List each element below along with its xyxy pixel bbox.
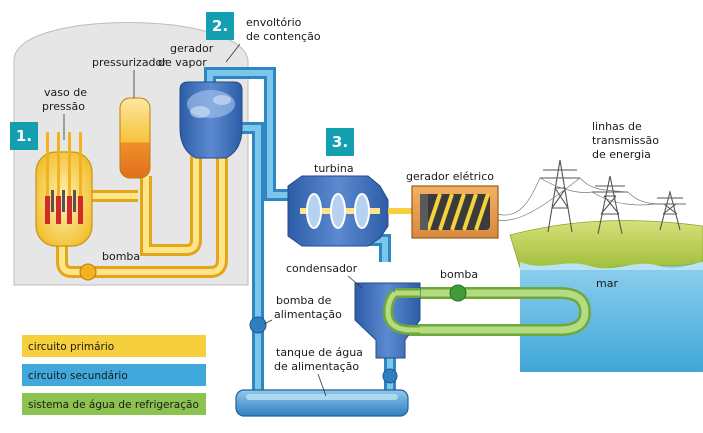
sea-wave [520,262,703,270]
label-feed-tank-2: de alimentação [274,360,359,373]
label-cooling-pump: bomba [440,268,478,281]
step-badge-2 [206,12,234,40]
sea [520,262,703,372]
label-lines-1: linhas de [592,120,642,133]
label-steam-generator-2: de vapor [158,56,207,69]
label-turbine: turbina [314,162,354,175]
label-lines-3: de energia [592,148,651,161]
label-primary-pump: bomba [102,250,140,263]
feed-pump-icon [249,316,267,334]
label-generator: gerador elétrico [406,170,494,183]
label-sea: mar [596,277,618,290]
step-number-2: 2. [212,17,228,35]
label-containment-2: de contenção [246,30,321,43]
coastal-ground [509,220,703,271]
label-condenser: condensador [286,262,358,275]
step-badge-3 [326,128,354,156]
turbine-blade-1 [306,193,322,229]
legend-label-cooling: sistema de água de refrigeração [28,399,199,411]
step-number-3: 3. [332,133,348,151]
step-badge-1 [10,122,38,150]
legend: circuito primário circuito secundário si… [22,335,206,415]
label-containment-1: envoltório [246,16,302,29]
label-pressurizer: pressurizador [92,56,167,69]
legend-swatch-cooling [22,393,206,415]
legend-label-primary: circuito primário [28,341,114,353]
turbine-blade-2 [330,193,346,229]
label-feed-pump-2: alimentação [274,308,342,321]
control-rods [45,132,83,224]
condensate-pump-icon [382,368,398,384]
feedwater-tank [235,389,409,417]
pressurizer [119,97,151,179]
label-lines-2: transmissão [592,134,659,147]
legend-label-secondary: circuito secundário [28,370,128,382]
step-number-1: 1. [16,127,32,145]
label-feed-pump-1: bomba de [276,294,332,307]
label-feed-tank-1: tanque de água [276,346,363,359]
label-vessel-1: vaso de [44,86,87,99]
primary-pump-icon [79,263,97,281]
label-steam-generator-1: gerador [170,42,214,55]
label-vessel-2: pressão [42,100,85,113]
legend-swatch-primary [22,335,206,357]
legend-swatch-secondary [22,364,206,386]
cooling-pump-icon [449,284,467,302]
transmission-towers [496,159,687,235]
turbine-blade-3 [354,193,370,229]
